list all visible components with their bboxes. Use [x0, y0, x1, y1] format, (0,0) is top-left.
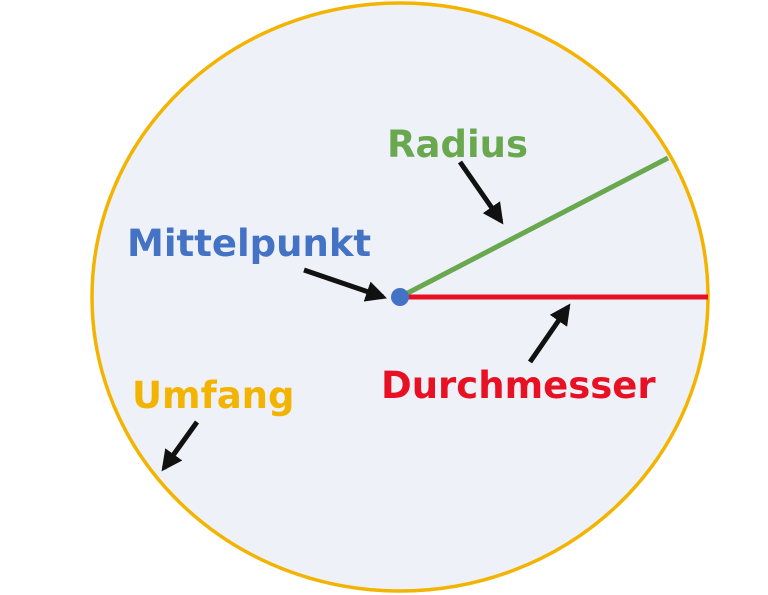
circumference-label: Umfang [132, 374, 295, 417]
diameter-label: Durchmesser [381, 364, 656, 407]
center-arrow [303, 267, 387, 302]
radius-arrow [457, 160, 504, 225]
radius-line [398, 155, 670, 300]
circumference-arrow [161, 420, 200, 472]
radius-label: Radius [387, 123, 528, 166]
diameter-arrow [527, 303, 571, 364]
center-label: Mittelpunkt [127, 222, 371, 265]
center-point [391, 288, 409, 306]
